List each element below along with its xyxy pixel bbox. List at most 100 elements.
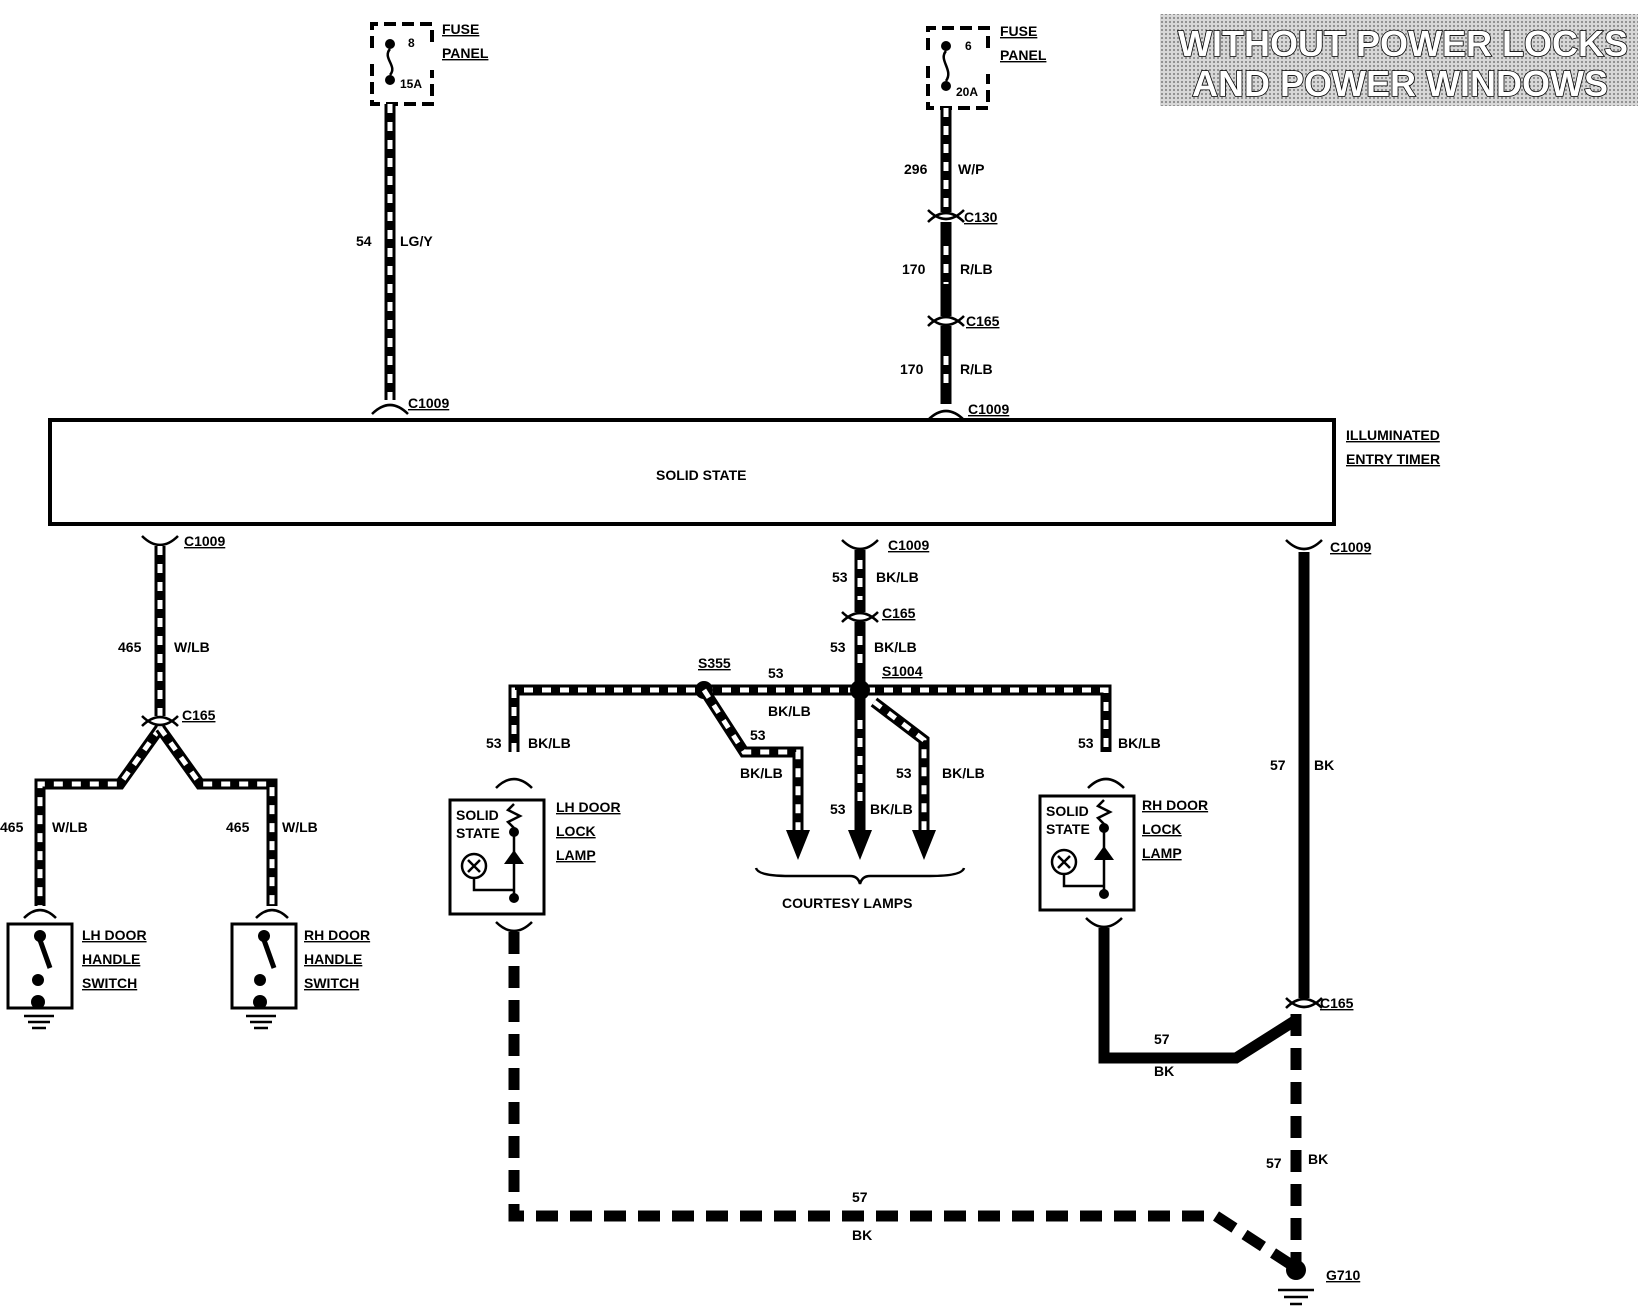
wire-296-color: W/P bbox=[958, 161, 984, 177]
wire-57-gnd-circuit: 57 bbox=[1266, 1155, 1282, 1171]
connector-c165-label-3: C165 bbox=[882, 605, 916, 621]
courtesy-wire-2-circuit: 53 bbox=[830, 801, 846, 817]
wire-57-lh-circuit: 57 bbox=[852, 1189, 868, 1205]
wire-465-left-color: W/LB bbox=[52, 819, 88, 835]
rh-lamp-label-2: LOCK bbox=[1142, 821, 1182, 837]
wire-57-gnd-color: BK bbox=[1308, 1151, 1328, 1167]
title-line-1: WITHOUT POWER LOCKS bbox=[1178, 23, 1628, 64]
wire-53-bus: 53 BK/LB 53 BK/LB 53 BK/LB bbox=[486, 665, 1161, 752]
connector-c1009-bottom-left: C1009 bbox=[141, 533, 225, 549]
wire-53-trunk-lower: 53 BK/LB bbox=[830, 622, 917, 690]
lh-lamp-label-1: LH DOOR bbox=[556, 799, 621, 815]
rh-lamp-inner-2: STATE bbox=[1046, 821, 1090, 837]
ground-g710-label: G710 bbox=[1326, 1267, 1360, 1283]
fuse-left-panel-label-1: FUSE bbox=[442, 21, 479, 37]
splice-s355-label: S355 bbox=[698, 655, 731, 671]
connector-c1009-label-4: C1009 bbox=[888, 537, 929, 553]
lh-door-lock-lamp: SOLID STATE LH DOOR LOCK LAMP bbox=[448, 777, 621, 933]
fuse-right-panel-label-1: FUSE bbox=[1000, 23, 1037, 39]
module-inner-label: SOLID STATE bbox=[656, 467, 746, 483]
courtesy-wire-1-color: BK/LB bbox=[740, 765, 783, 781]
wire-53-circuit: 53 bbox=[832, 569, 848, 585]
connector-c165-top: C165 bbox=[927, 313, 1000, 329]
wire-57-lh-lamp: 57 BK bbox=[508, 932, 1293, 1269]
wire-170-lower-circuit: 170 bbox=[900, 361, 924, 377]
fuse-right: 6 20A FUSE PANEL bbox=[926, 23, 1047, 110]
connector-c1009-bottom-center: C1009 bbox=[841, 537, 929, 553]
rh-switch-label-1: RH DOOR bbox=[304, 927, 370, 943]
wire-57-rh-color: BK bbox=[1154, 1063, 1174, 1079]
module-name-line-2: ENTRY TIMER bbox=[1346, 451, 1440, 467]
wire-53-bus-circuit: 53 bbox=[768, 665, 784, 681]
wire-170-upper: 170 R/LB bbox=[902, 222, 993, 316]
connector-c1009-top-left: C1009 bbox=[371, 395, 449, 415]
connector-c130: C130 bbox=[927, 209, 998, 225]
connector-c1009-label-2: C1009 bbox=[968, 401, 1009, 417]
wire-465-branches: 465 W/LB 465 W/LB bbox=[0, 724, 318, 906]
wire-53-lh-circuit: 53 bbox=[486, 735, 502, 751]
fuse-left-rating: 15A bbox=[400, 77, 422, 91]
fuse-left: 8 15A FUSE PANEL bbox=[370, 21, 489, 106]
courtesy-lamp-feeds: 53 BK/LB 53 BK/LB 53 BK/LB COURTESY LAMP… bbox=[699, 687, 985, 911]
rh-door-lock-lamp: SOLID STATE RH DOOR LOCK LAMP bbox=[1038, 777, 1208, 929]
wire-465-main: 465 W/LB bbox=[118, 546, 210, 716]
connector-c1009-top-right: C1009 bbox=[927, 401, 1009, 421]
wire-170-color: R/LB bbox=[960, 261, 993, 277]
connector-c130-label: C130 bbox=[964, 209, 998, 225]
wire-170-circuit: 170 bbox=[902, 261, 926, 277]
rh-switch-label-2: HANDLE bbox=[304, 951, 362, 967]
wire-296: 296 W/P bbox=[904, 108, 984, 212]
wire-53-lower-color: BK/LB bbox=[874, 639, 917, 655]
rh-lamp-label-1: RH DOOR bbox=[1142, 797, 1208, 813]
lh-lamp-inner-1: SOLID bbox=[456, 807, 499, 823]
ground-g710: G710 bbox=[1278, 1260, 1360, 1306]
lh-lamp-inner-2: STATE bbox=[456, 825, 500, 841]
wire-57-to-ground: 57 BK bbox=[1266, 1014, 1328, 1262]
wire-465-right-circuit: 465 bbox=[226, 819, 250, 835]
rh-lamp-inner-1: SOLID bbox=[1046, 803, 1089, 819]
connector-c165-right: C165 bbox=[1285, 995, 1354, 1011]
courtesy-wire-1-circuit: 53 bbox=[750, 727, 766, 743]
wire-296-circuit: 296 bbox=[904, 161, 928, 177]
illuminated-entry-timer: SOLID STATE ILLUMINATED ENTRY TIMER bbox=[48, 418, 1440, 526]
wire-465-color: W/LB bbox=[174, 639, 210, 655]
wire-53-lh-color: BK/LB bbox=[528, 735, 571, 751]
connector-c165-label-4: C165 bbox=[1320, 995, 1354, 1011]
wire-57-timer-to-c165: 57 BK bbox=[1270, 552, 1334, 998]
courtesy-lamps-label: COURTESY LAMPS bbox=[782, 895, 912, 911]
courtesy-wire-3-color: BK/LB bbox=[942, 765, 985, 781]
connector-c1009-label-5: C1009 bbox=[1330, 539, 1371, 555]
fuse-right-rating: 20A bbox=[956, 85, 978, 99]
connector-c165-label: C165 bbox=[966, 313, 1000, 329]
fuse-right-number: 6 bbox=[965, 39, 972, 53]
wire-57-rh-circuit: 57 bbox=[1154, 1031, 1170, 1047]
wire-53-color: BK/LB bbox=[876, 569, 919, 585]
fuse-right-panel-label-2: PANEL bbox=[1000, 47, 1047, 63]
connector-c165-label-2: C165 bbox=[182, 707, 216, 723]
wire-170-lower-color: R/LB bbox=[960, 361, 993, 377]
wire-465-left-circuit: 465 bbox=[0, 819, 24, 835]
wire-57-color: BK bbox=[1314, 757, 1334, 773]
courtesy-wire-2-color: BK/LB bbox=[870, 801, 913, 817]
connector-c1009-label-3: C1009 bbox=[184, 533, 225, 549]
wire-54: 54 LG/Y bbox=[356, 104, 433, 400]
lh-switch-label-2: HANDLE bbox=[82, 951, 140, 967]
courtesy-wire-3-circuit: 53 bbox=[896, 765, 912, 781]
wire-57-lh-color: BK bbox=[852, 1227, 872, 1243]
lh-switch-label-1: LH DOOR bbox=[82, 927, 147, 943]
connector-c1009-bottom-right: C1009 bbox=[1285, 539, 1371, 555]
rh-lamp-label-3: LAMP bbox=[1142, 845, 1182, 861]
wire-54-circuit: 54 bbox=[356, 233, 372, 249]
lh-door-handle-switch: LH DOOR HANDLE SWITCH bbox=[6, 908, 147, 1030]
lh-lamp-label-2: LOCK bbox=[556, 823, 596, 839]
connector-c165-left: C165 bbox=[141, 707, 216, 727]
wire-53-bus-color: BK/LB bbox=[768, 703, 811, 719]
wire-53-trunk: 53 BK/LB bbox=[832, 550, 919, 612]
splice-s1004-label: S1004 bbox=[882, 663, 923, 679]
fuse-left-panel-label-2: PANEL bbox=[442, 45, 489, 61]
wire-53-lower-circuit: 53 bbox=[830, 639, 846, 655]
module-name-line-1: ILLUMINATED bbox=[1346, 427, 1440, 443]
lh-lamp-label-3: LAMP bbox=[556, 847, 596, 863]
wire-57-circuit: 57 bbox=[1270, 757, 1286, 773]
